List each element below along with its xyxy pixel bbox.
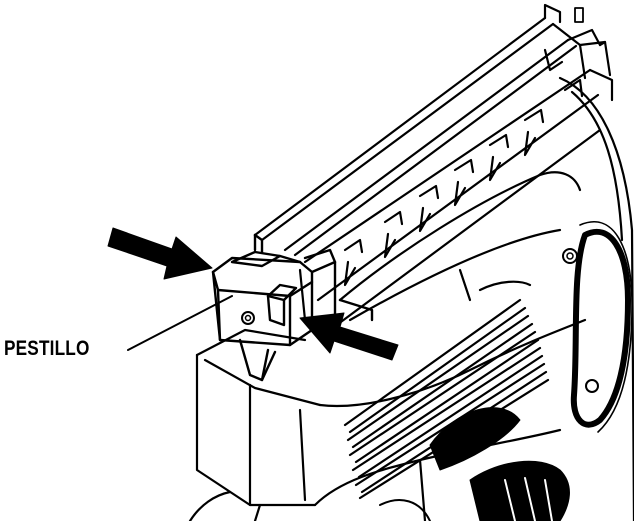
rear-end-cap	[543, 3, 614, 102]
arrow-right-icon	[107, 227, 213, 280]
latch-callout-label: PESTILLO	[4, 337, 90, 360]
tool-body	[188, 76, 634, 521]
magazine-rail	[253, 16, 602, 332]
latch	[211, 233, 374, 382]
arrow-left-icon	[299, 312, 399, 361]
grip	[379, 407, 570, 521]
callout-leader-line	[127, 295, 233, 351]
